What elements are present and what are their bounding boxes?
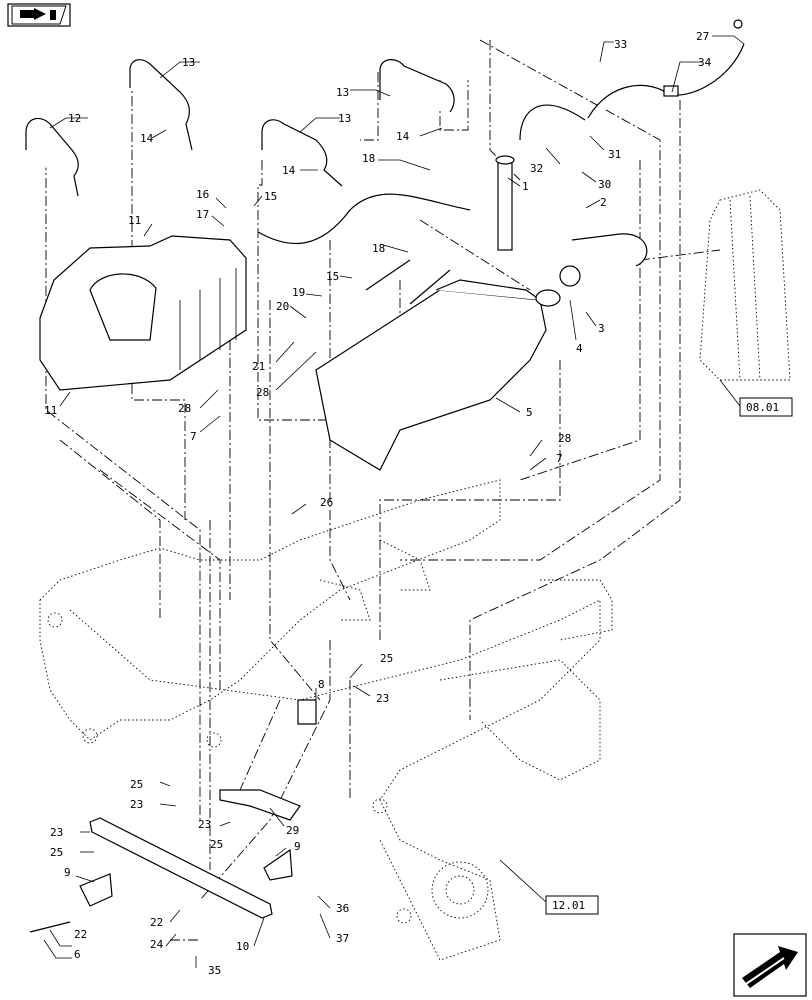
callout-18: 18 xyxy=(372,242,385,255)
callout-31: 31 xyxy=(608,148,621,161)
callout-13: 13 xyxy=(336,86,349,99)
reference-box-12-01[interactable]: 12.01 xyxy=(545,895,599,915)
callout-23: 23 xyxy=(198,818,211,831)
callout-8: 8 xyxy=(318,678,325,691)
lower-brackets xyxy=(29,699,317,933)
callout-13: 13 xyxy=(338,112,351,125)
callout-15: 15 xyxy=(326,270,339,283)
callout-1: 1 xyxy=(522,180,529,193)
callout-36: 36 xyxy=(336,902,349,915)
callout-4: 4 xyxy=(576,342,583,355)
callout-30: 30 xyxy=(598,178,611,191)
callout-20: 20 xyxy=(276,300,289,313)
hoses xyxy=(257,193,648,305)
callout-10: 10 xyxy=(236,940,249,953)
callout-25: 25 xyxy=(380,652,393,665)
callout-11: 11 xyxy=(128,214,141,227)
svg-text:08.01: 08.01 xyxy=(746,401,779,414)
grab-handles xyxy=(25,59,455,197)
fuel-sender xyxy=(495,155,515,251)
callout-28: 28 xyxy=(178,402,191,415)
callout-9: 9 xyxy=(294,840,301,853)
callout-22: 22 xyxy=(150,916,163,929)
callout-2: 2 xyxy=(600,196,607,209)
callout-21: 21 xyxy=(252,360,265,373)
hydraulic-tank xyxy=(39,235,247,391)
callout-22: 22 xyxy=(74,928,87,941)
callout-17: 17 xyxy=(196,208,209,221)
callout-32: 32 xyxy=(530,162,543,175)
callout-7: 7 xyxy=(556,452,563,465)
callout-34: 34 xyxy=(698,56,712,69)
leader-lines xyxy=(43,35,745,968)
callout-18: 18 xyxy=(362,152,375,165)
callout-14: 14 xyxy=(140,132,154,145)
svg-text:12.01: 12.01 xyxy=(552,899,585,912)
callout-15: 15 xyxy=(264,190,277,203)
callout-23: 23 xyxy=(50,826,63,839)
callout-16: 16 xyxy=(196,188,209,201)
callout-26: 26 xyxy=(320,496,333,509)
callout-37: 37 xyxy=(336,932,349,945)
callout-12: 12 xyxy=(68,112,81,125)
callout-23: 23 xyxy=(130,798,143,811)
vent-hose xyxy=(519,19,745,141)
side-panel xyxy=(699,189,791,381)
callout-14: 14 xyxy=(396,130,410,143)
callout-25: 25 xyxy=(130,778,143,791)
callout-29: 29 xyxy=(286,824,299,837)
callout-19: 19 xyxy=(292,286,305,299)
fuel-tank xyxy=(315,265,581,471)
assembly-lines xyxy=(45,39,721,941)
machine-frame xyxy=(39,479,613,961)
callout-3: 3 xyxy=(598,322,605,335)
reference-box-08-01[interactable]: 08.01 xyxy=(739,397,793,417)
callout-27: 27 xyxy=(696,30,709,43)
callout-28: 28 xyxy=(558,432,571,445)
callout-6: 6 xyxy=(74,948,81,961)
next-page-arrow-icon[interactable] xyxy=(733,933,807,997)
callout-23: 23 xyxy=(376,692,389,705)
callout-33: 33 xyxy=(614,38,627,51)
callout-11: 11 xyxy=(44,404,57,417)
callout-24: 24 xyxy=(150,938,164,951)
callout-28: 28 xyxy=(256,386,269,399)
callout-25: 25 xyxy=(50,846,63,859)
callout-25: 25 xyxy=(210,838,223,851)
callout-13: 13 xyxy=(182,56,195,69)
callout-14: 14 xyxy=(282,164,296,177)
callout-5: 5 xyxy=(526,406,533,419)
callout-9: 9 xyxy=(64,866,71,879)
callout-35: 35 xyxy=(208,964,221,977)
pointing-hand-icon[interactable] xyxy=(7,3,71,27)
callout-7: 7 xyxy=(190,430,197,443)
callout-labels: 27 33 34 13 13 13 12 14 14 14 32 31 30 1… xyxy=(44,30,712,977)
